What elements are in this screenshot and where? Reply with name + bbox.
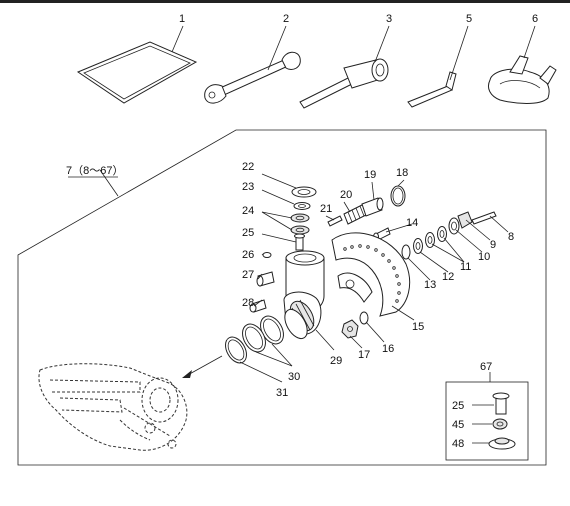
kit-callout-48: 48 <box>452 438 464 450</box>
part-23-washer <box>293 202 311 210</box>
part-30-o-ring-b <box>242 323 266 353</box>
callout-8: 8 <box>508 231 514 243</box>
callout-20: 20 <box>340 189 352 201</box>
callout-21: 21 <box>320 203 332 215</box>
callout-30: 30 <box>288 371 300 383</box>
callout-25: 25 <box>242 227 254 239</box>
callout-26: 26 <box>242 249 254 261</box>
part-22-circlip <box>291 186 317 198</box>
callout-22: 22 <box>242 161 254 173</box>
callout-23: 23 <box>242 181 254 193</box>
callout-18: 18 <box>396 167 408 179</box>
callout-24: 24 <box>242 205 254 217</box>
part-12-washer <box>413 238 423 254</box>
kit-callout-25: 25 <box>452 400 464 412</box>
part-6-goggles <box>487 55 557 104</box>
callout-31: 31 <box>276 387 288 399</box>
part-17-nut <box>341 319 359 339</box>
part-26-washer <box>262 252 272 258</box>
part-9-nut <box>457 211 473 229</box>
kit-callout-45: 45 <box>452 419 464 431</box>
callout-27: 27 <box>242 269 254 281</box>
callout-2: 2 <box>283 13 289 25</box>
part-24-bearing-lower <box>290 225 310 235</box>
part-24-bearing-upper <box>290 213 310 223</box>
insert-arrow <box>182 370 192 378</box>
part-2-wrench <box>204 51 301 104</box>
callout-15: 15 <box>412 321 424 333</box>
mounting-head-outline <box>38 363 188 451</box>
part-1-tool-bag <box>76 41 198 104</box>
part-30-o-ring-a <box>260 315 284 345</box>
part-27-bolt <box>256 271 275 287</box>
callout-6: 6 <box>532 13 538 25</box>
part-21-pin <box>327 215 343 227</box>
kit-67-box: 67 25 45 48 <box>445 361 529 461</box>
part-8-pin <box>471 211 497 225</box>
callout-17: 17 <box>358 349 370 361</box>
callout-67: 67 <box>480 361 492 373</box>
callout-13: 13 <box>424 279 436 291</box>
callout-9: 9 <box>490 239 496 251</box>
top-rule <box>0 0 570 3</box>
callout-12: 12 <box>442 271 454 283</box>
part-15-guard-plate <box>331 232 411 317</box>
callout-16: 16 <box>382 343 394 355</box>
assembly-frame <box>17 129 547 466</box>
callout-3: 3 <box>386 13 392 25</box>
callout-10: 10 <box>478 251 490 263</box>
part-11-washer-a <box>425 232 435 248</box>
callout-29: 29 <box>330 355 342 367</box>
part-11-washer-b <box>437 226 447 242</box>
part-19-sleeve <box>361 197 384 217</box>
part-5-hex-key <box>407 71 457 108</box>
part-13-washer <box>401 244 411 260</box>
callout-28: 28 <box>242 297 254 309</box>
callout-5: 5 <box>466 13 472 25</box>
callout-19: 19 <box>364 169 376 181</box>
part-25-bolt <box>294 233 305 251</box>
part-31-ring <box>225 336 247 364</box>
part-3-plug-wrench <box>299 58 389 109</box>
callout-11: 11 <box>460 261 471 273</box>
part-18-ring <box>390 185 406 207</box>
callout-14: 14 <box>406 217 418 229</box>
part-16-washer <box>359 311 369 325</box>
callout-1: 1 <box>179 13 185 25</box>
callout-7-assembly: 7（8〜67） <box>66 164 123 177</box>
part-29-gear-ring <box>284 308 308 340</box>
